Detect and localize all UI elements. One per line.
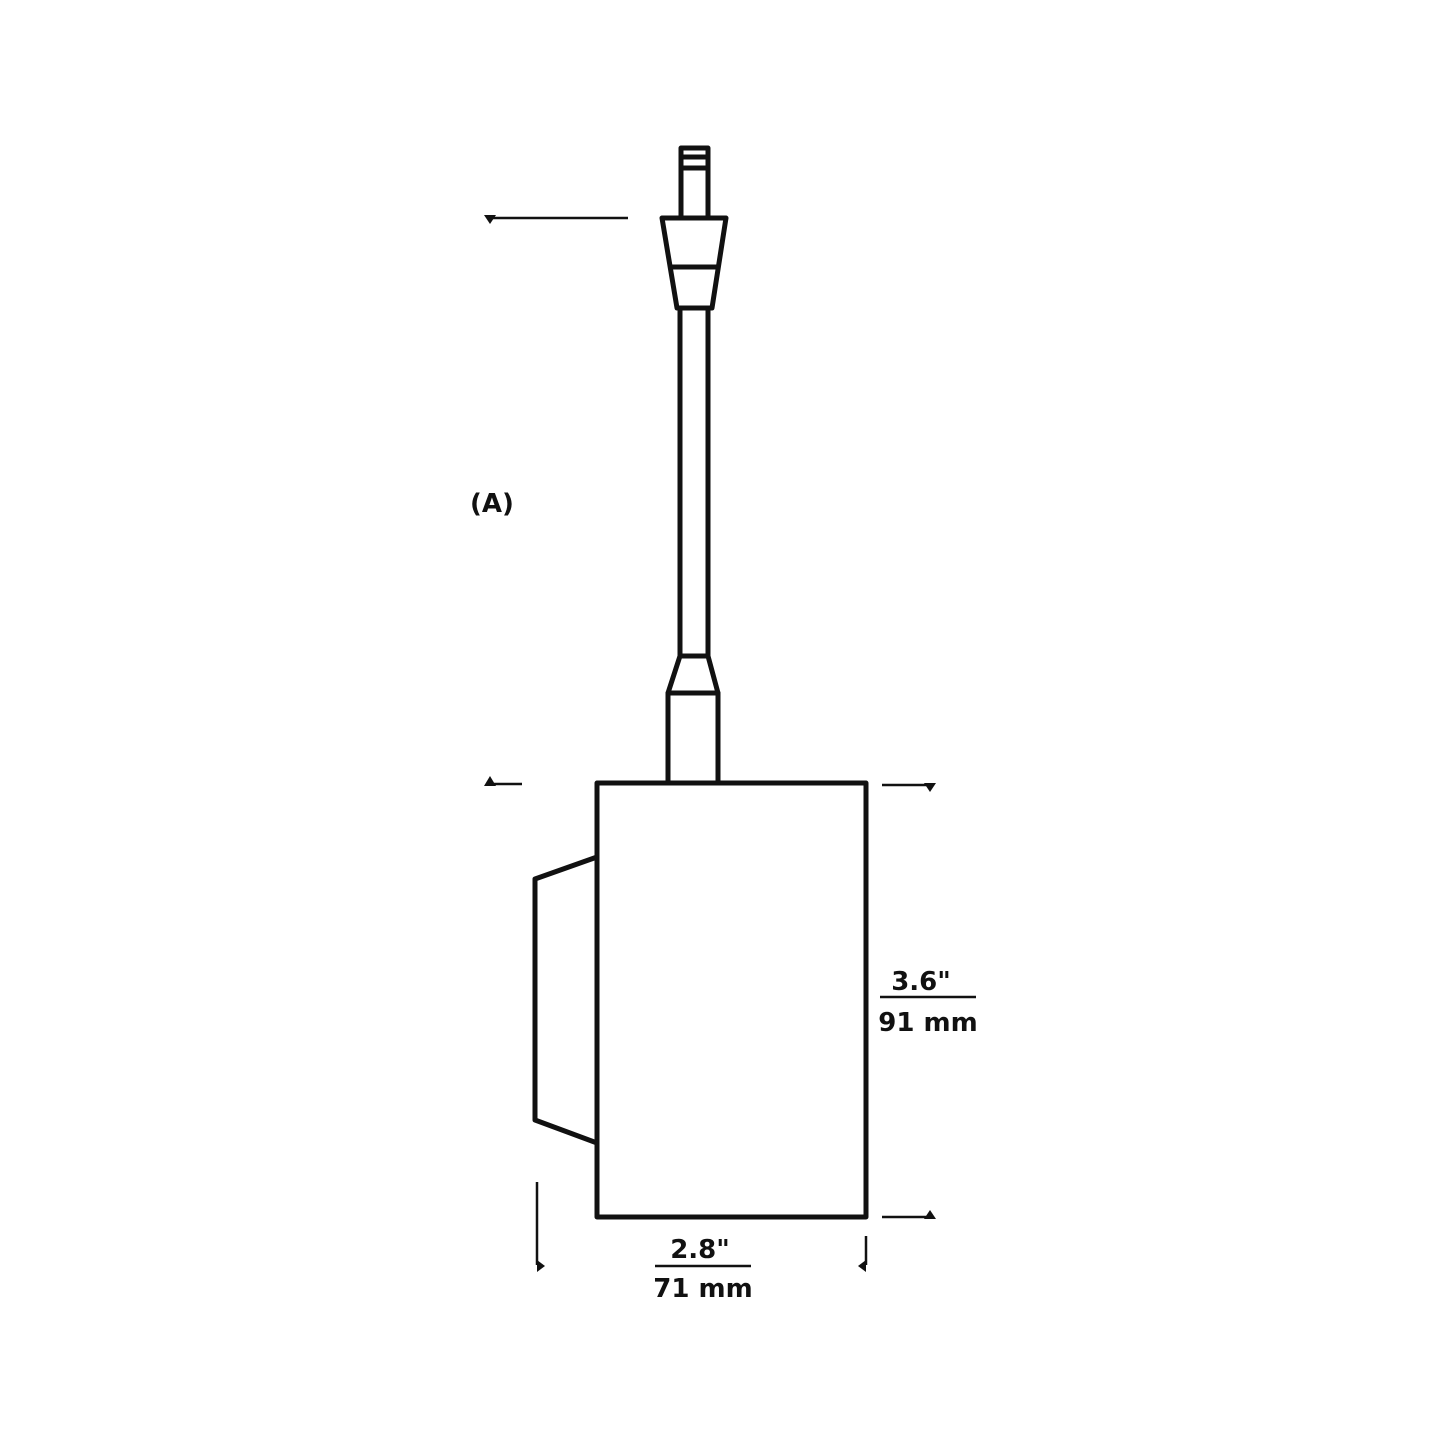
height-imperial: 3.6": [891, 967, 951, 997]
fixture-body: [532, 780, 869, 1220]
height-metric: 91 mm: [878, 1008, 977, 1038]
view-label: (A): [470, 489, 514, 519]
width-metric: 71 mm: [653, 1274, 752, 1304]
cable: [677, 305, 711, 659]
width-imperial: 2.8": [670, 1235, 730, 1265]
lower-ferrule: [665, 653, 721, 786]
plug-connector: [659, 145, 729, 311]
dimension-lines: [484, 215, 976, 1272]
